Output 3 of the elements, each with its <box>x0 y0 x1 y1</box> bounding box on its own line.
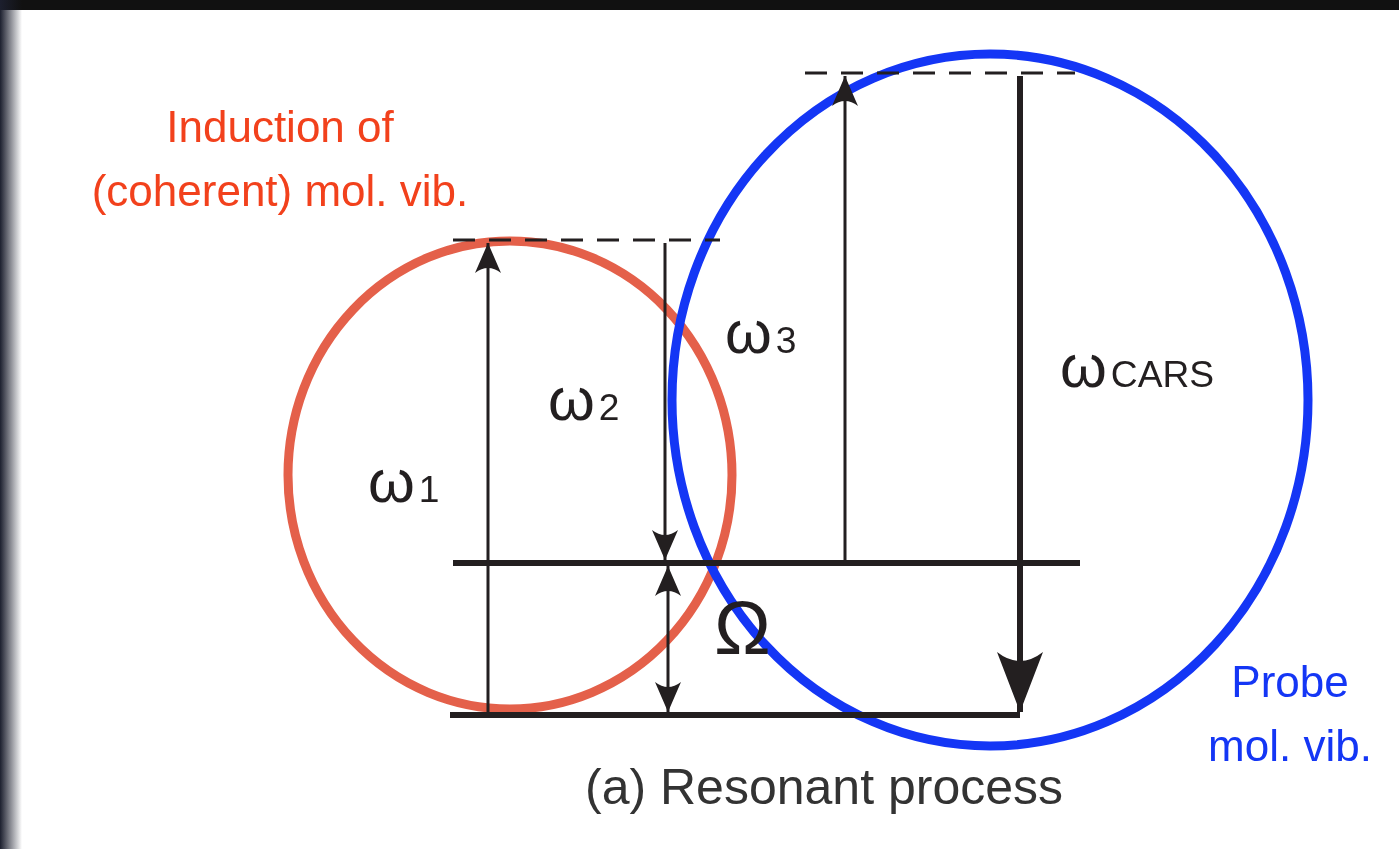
annotation-text: Probe mol. vib. <box>1207 656 1373 772</box>
annotation-text: Induction of (coherent) mol. vib. <box>90 101 470 217</box>
caption: (a) Resonant process <box>585 762 1063 812</box>
